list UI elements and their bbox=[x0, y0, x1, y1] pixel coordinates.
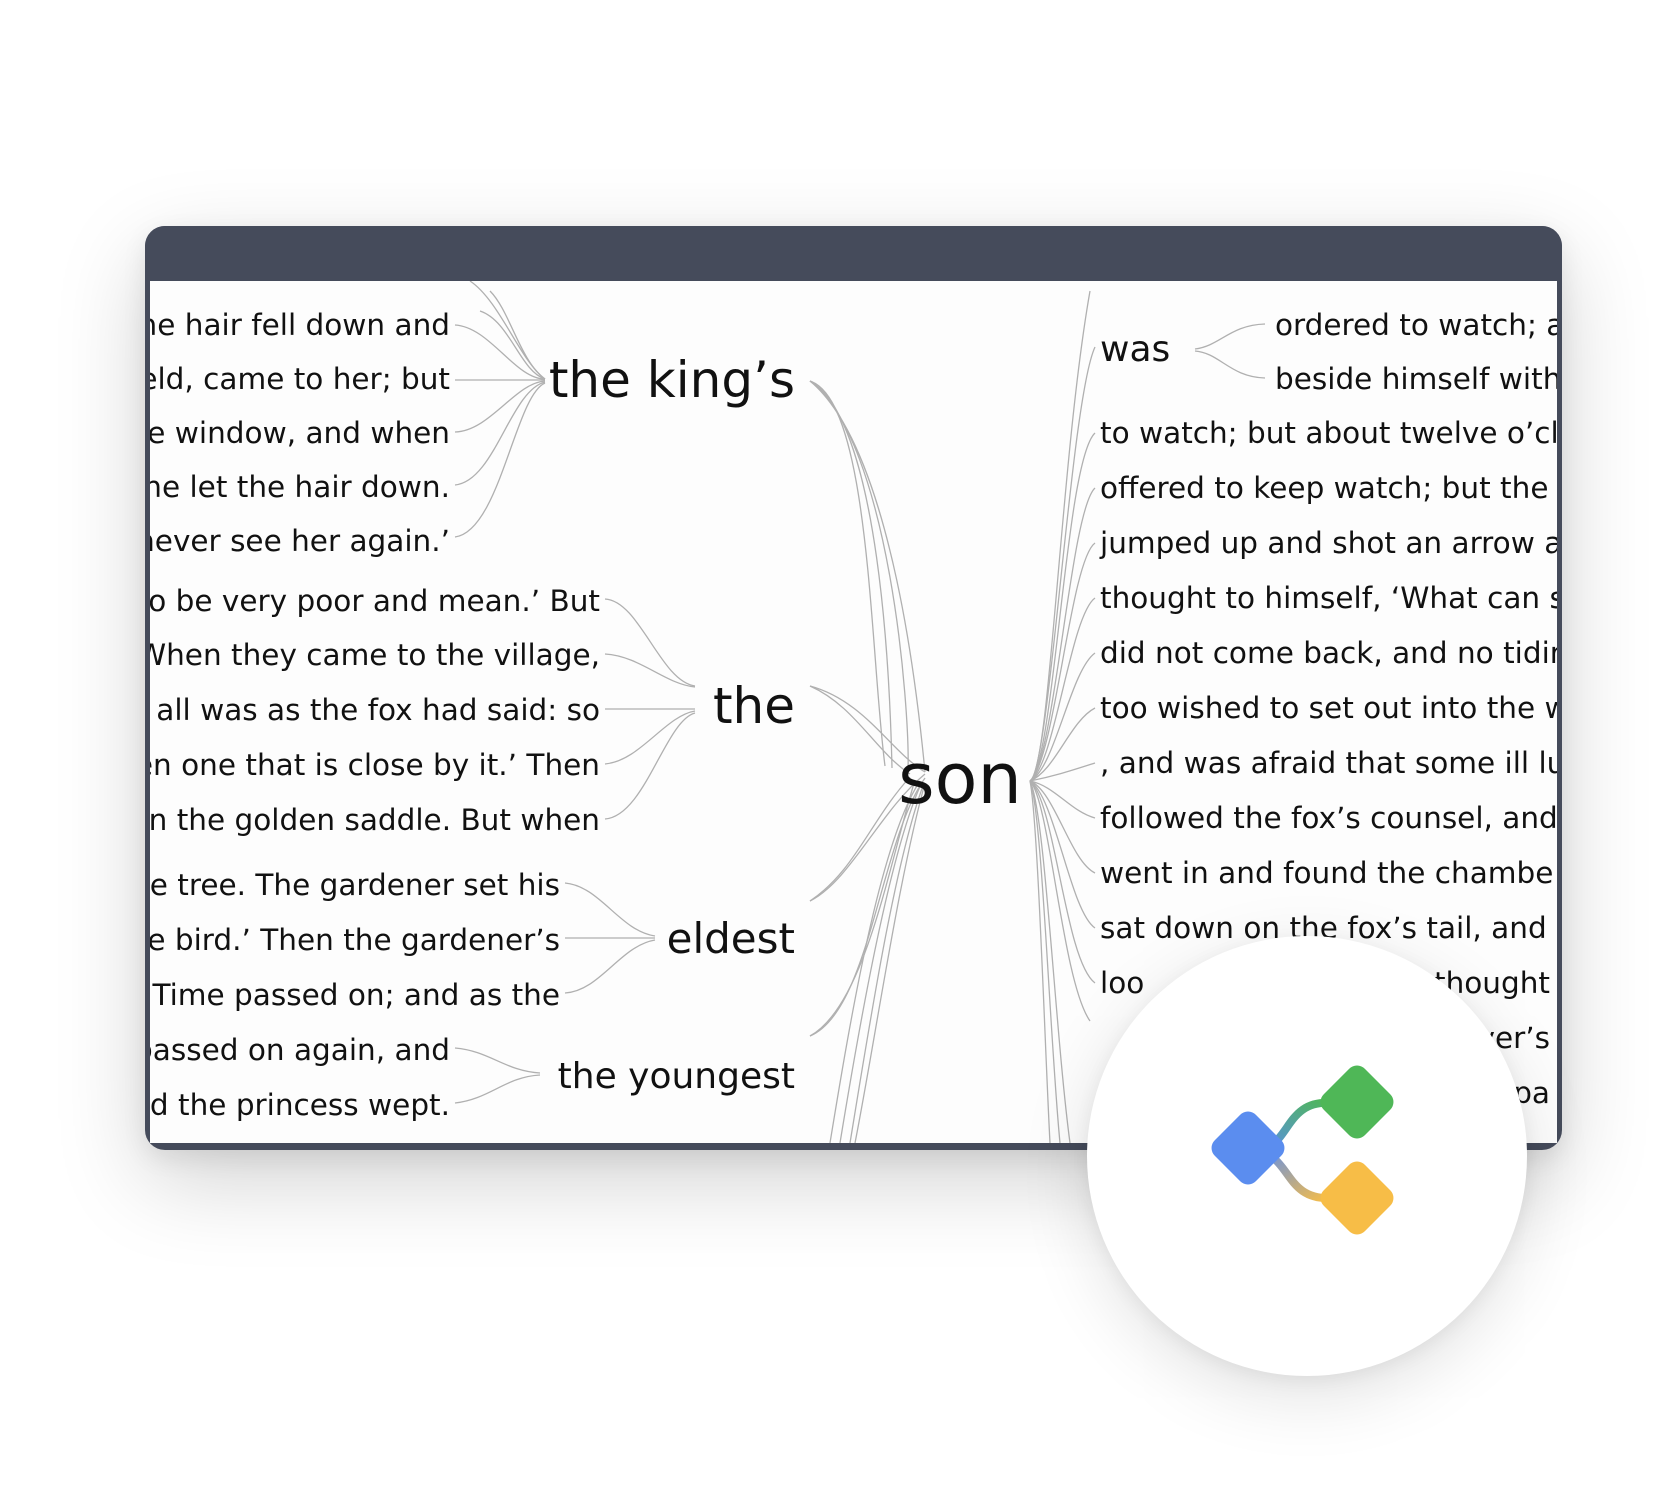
context-line: ble bird.’ Then the gardener’s bbox=[150, 923, 560, 957]
context-line: When they came to the village, bbox=[150, 638, 600, 672]
branch-lines-right bbox=[1029, 290, 1096, 1143]
continuation-line: did not come back, and no tidir bbox=[1100, 636, 1557, 670]
word-tree-branch-icon bbox=[1211, 1065, 1394, 1235]
context-line: the tree. The gardener set his bbox=[150, 868, 560, 902]
window-titlebar bbox=[145, 226, 1562, 281]
continuation-line: , and was afraid that some ill lu bbox=[1100, 746, 1557, 780]
continuation-line: thought to himself, ‘What can s bbox=[1100, 581, 1557, 615]
continuation-line: loo bbox=[1100, 966, 1144, 1000]
context-line: den one that is close by it.’ Then bbox=[150, 748, 600, 782]
context-line: held, came to her; but bbox=[150, 362, 450, 396]
branch-group-the-kings: the hair fell down and held, came to her… bbox=[150, 281, 795, 558]
root-word[interactable]: son bbox=[898, 738, 1022, 820]
context-line: she let the hair down. bbox=[150, 470, 450, 504]
context-line: the hair fell down and bbox=[150, 308, 450, 342]
word-tree-graph: the hair fell down and held, came to her… bbox=[150, 281, 1557, 1143]
context-line: the window, and when bbox=[150, 416, 450, 450]
context-line: . Time passed on; and as the bbox=[150, 978, 560, 1012]
continuation-line: went in and found the chambe bbox=[1100, 856, 1553, 890]
context-line: ordered to watch; a bbox=[1275, 308, 1557, 342]
context-line: u to be very poor and mean.’ But bbox=[150, 584, 600, 618]
context-line: d the princess wept. bbox=[150, 1088, 450, 1122]
continuation-line: followed the fox’s counsel, and bbox=[1100, 801, 1557, 835]
context-line: ite all was as the fox had said: so bbox=[150, 693, 600, 727]
green-node-icon bbox=[1320, 1065, 1394, 1139]
continuations-list: to watch; but about twelve o’cl offered … bbox=[1099, 416, 1557, 1110]
branch-word-the-youngest[interactable]: the youngest bbox=[558, 1056, 795, 1097]
branch-group-the-youngest: passed on again, and d the princess wept… bbox=[150, 1033, 795, 1122]
blue-node-icon bbox=[1211, 1111, 1285, 1185]
branch-group-the: u to be very poor and mean.’ But When th… bbox=[150, 584, 795, 837]
context-line: l never see her again.’ bbox=[150, 524, 450, 558]
continuation-line: too wished to set out into the w bbox=[1100, 691, 1557, 725]
branch-word-the[interactable]: the bbox=[713, 677, 795, 735]
app-logo-badge bbox=[1087, 936, 1527, 1376]
yellow-node-icon bbox=[1320, 1161, 1394, 1235]
branch-lines-root bbox=[809, 380, 926, 1143]
branch-group-was: was ordered to watch; a beside himself w… bbox=[1100, 308, 1557, 396]
context-line: pon the golden saddle. But when bbox=[150, 803, 600, 837]
continuation-line: to watch; but about twelve o’cl bbox=[1100, 416, 1557, 450]
context-line: beside himself with bbox=[1275, 362, 1557, 396]
branch-group-eldest: the tree. The gardener set his ble bird.… bbox=[150, 868, 795, 1012]
branch-word-was[interactable]: was bbox=[1100, 329, 1170, 370]
branch-word-eldest[interactable]: eldest bbox=[667, 914, 795, 963]
continuation-line: offered to keep watch; but the bbox=[1100, 471, 1548, 505]
continuation-line: jumped up and shot an arrow a bbox=[1099, 526, 1557, 560]
branch-word-the-kings[interactable]: the king’s bbox=[549, 351, 795, 409]
context-line: passed on again, and bbox=[150, 1033, 450, 1067]
